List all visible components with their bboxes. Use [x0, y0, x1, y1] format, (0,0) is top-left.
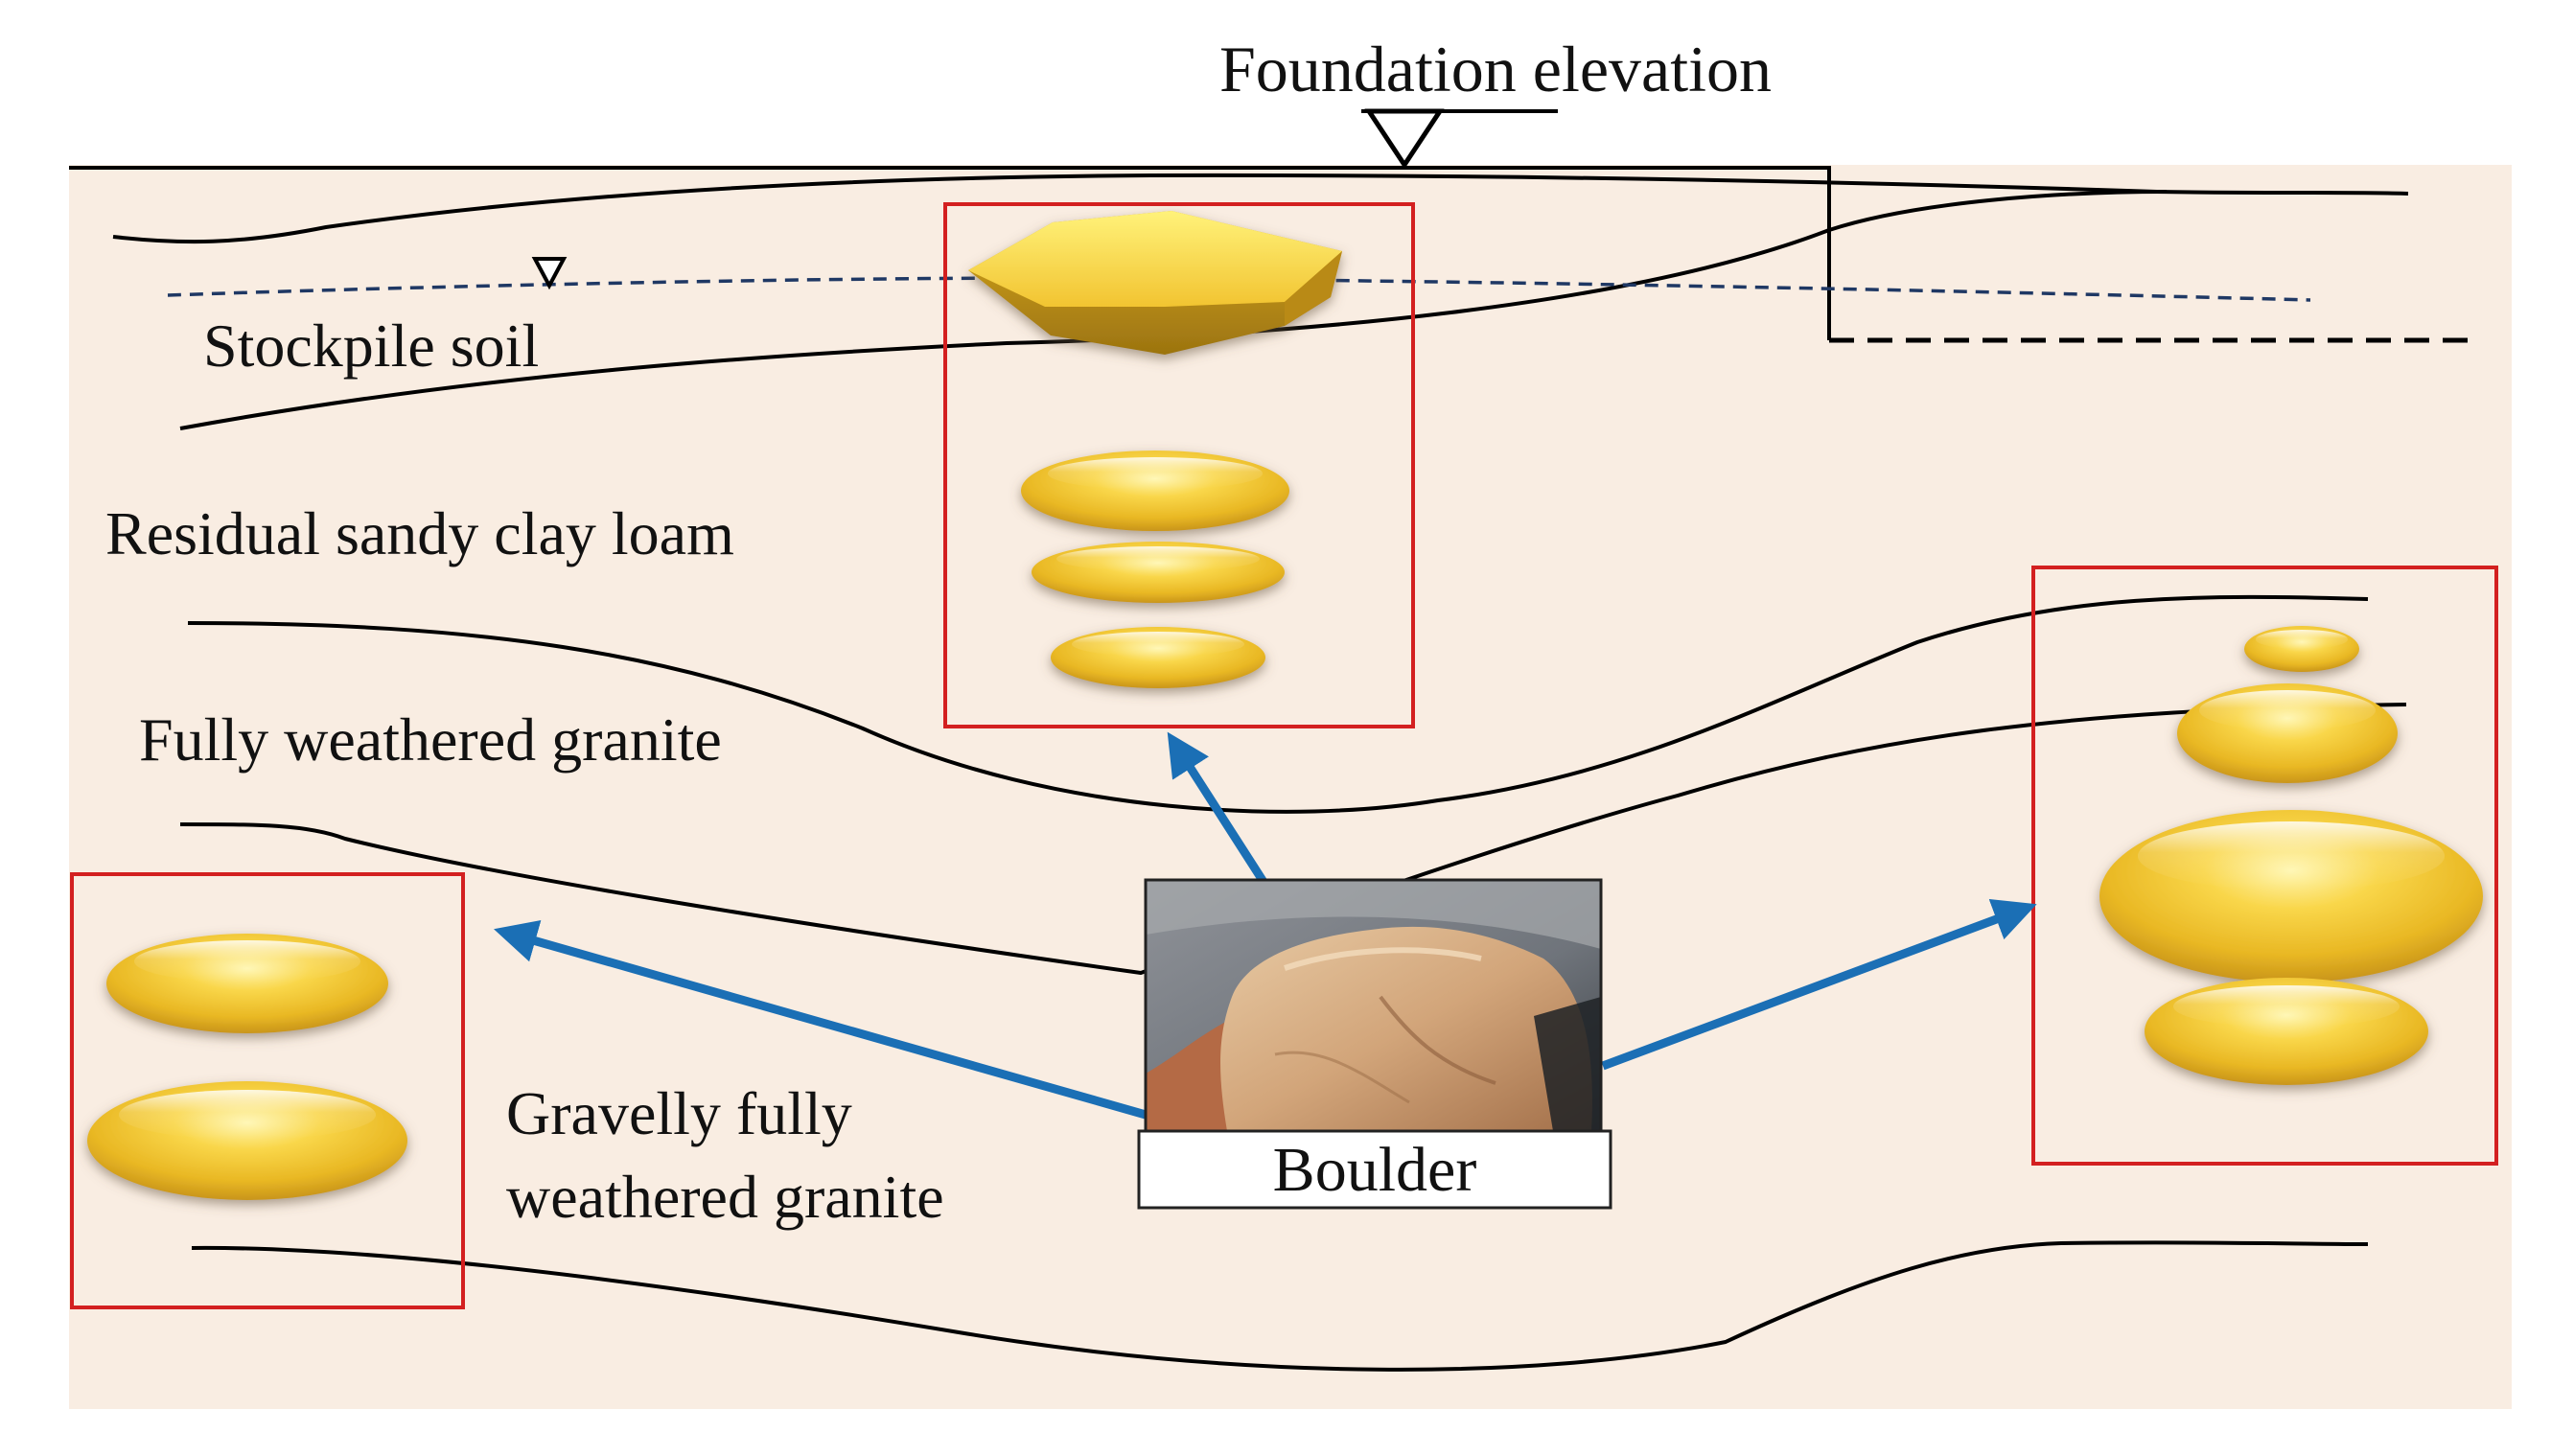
stratum-line-5	[191, 1240, 2369, 1372]
highlight-box-center	[943, 202, 1415, 728]
stratum-boundaries	[112, 173, 2409, 1372]
arrow-to-left	[494, 919, 1148, 1120]
stratum-line-3	[187, 594, 2369, 814]
boulder-ellipse	[1032, 542, 1285, 603]
stratum-line-1	[112, 173, 2409, 244]
label-gravelly-line2: weathered granite	[506, 1163, 944, 1231]
boulder-group-center	[1021, 451, 1289, 688]
label-fully-weathered-granite: Fully weathered granite	[139, 705, 722, 774]
boulder-ellipse	[87, 1081, 407, 1200]
diagram-title: Foundation elevation	[1219, 33, 1772, 105]
arrows	[494, 731, 2037, 1120]
boulder-ellipse	[1021, 451, 1289, 531]
boulder-ellipse	[2145, 978, 2428, 1085]
boulder-ellipse	[2244, 626, 2359, 672]
highlight-box-right	[2031, 566, 2498, 1166]
label-residual-sandy-clay-loam: Residual sandy clay loam	[105, 499, 734, 567]
highlight-box-left	[70, 872, 465, 1309]
label-gravelly-line1: Gravelly fully	[506, 1079, 852, 1147]
boulder-ellipse	[2177, 683, 2398, 783]
boulder-ellipse	[106, 934, 388, 1033]
arrow-to-center	[1167, 731, 1267, 885]
boulder-ellipse	[1051, 627, 1265, 688]
boulder-caption-box	[1137, 1129, 1612, 1210]
boulder-group-right	[2099, 626, 2483, 1085]
ground-surface-line	[69, 166, 1831, 340]
boulder-group-left	[87, 934, 407, 1200]
arrow-to-right	[1601, 898, 2037, 1071]
water-table-marker-icon	[531, 257, 568, 290]
foundation-elevation-marker-icon	[1364, 108, 1445, 170]
boulder-ellipse	[2099, 810, 2483, 982]
boulder-polyhedron	[968, 211, 1342, 355]
label-stockpile-soil: Stockpile soil	[203, 312, 539, 380]
boulder-caption: Boulder	[1273, 1135, 1477, 1205]
stratum-line-2	[179, 190, 2168, 430]
boulder-photo-icon	[1144, 878, 1603, 1133]
